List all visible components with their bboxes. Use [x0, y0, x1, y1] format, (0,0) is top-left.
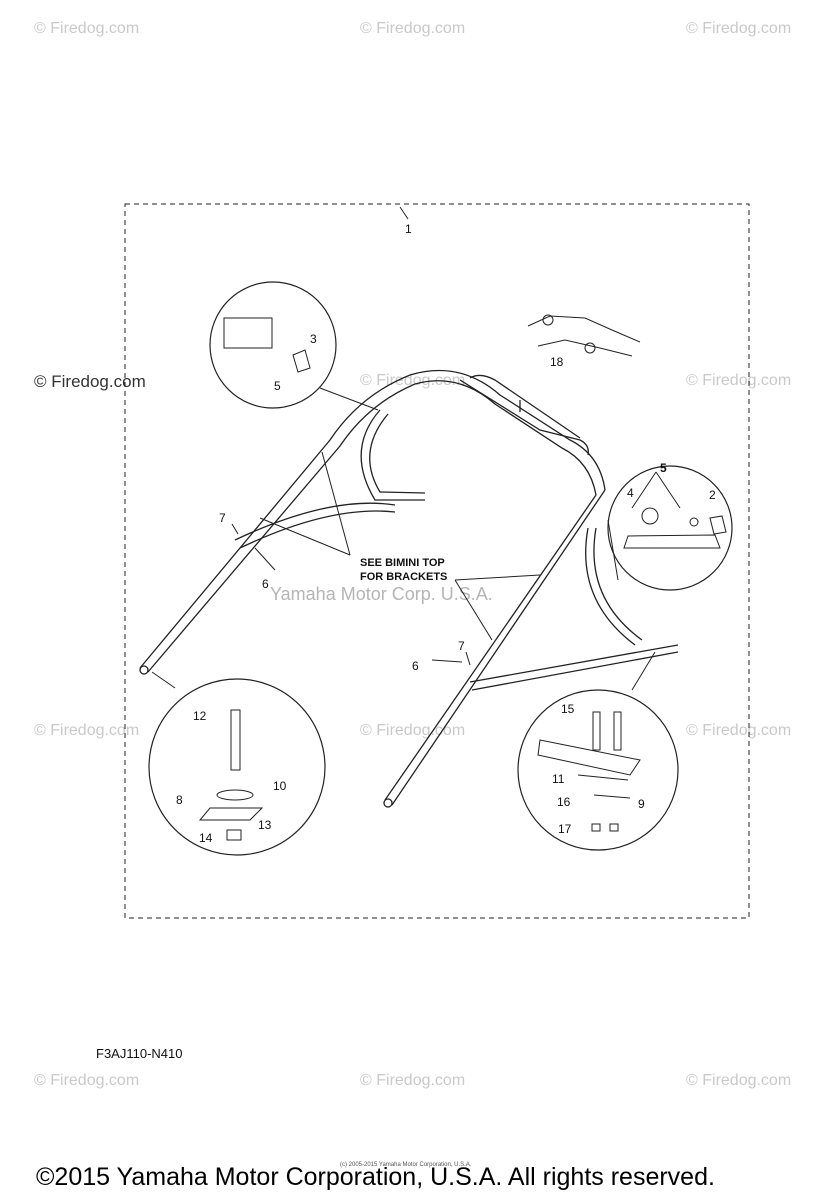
- callout-1: 1: [405, 222, 412, 236]
- callout-18: 18: [550, 355, 564, 369]
- callout-7: 7: [219, 511, 226, 525]
- callout-2: 2: [709, 488, 716, 502]
- part-sketches: [198, 314, 727, 841]
- detail-circle-bottom-left: [148, 678, 326, 856]
- detail-circle-top-left: [209, 281, 337, 409]
- callout-15: 15: [561, 702, 575, 716]
- callout-16: 16: [557, 795, 571, 809]
- callout-3: 3: [310, 332, 317, 346]
- callout-17: 17: [558, 822, 572, 836]
- watermark-firedog: © Firedog.com: [360, 372, 466, 389]
- diagram-code: F3AJ110-N410: [96, 1046, 183, 1061]
- callout-4: 4: [627, 486, 634, 500]
- tiny-notice: (c) 2005-2015 Yamaha Motor Corporation, …: [340, 1162, 472, 1168]
- watermark-firedog-dark: © Firedog.com: [34, 372, 146, 391]
- callout-6: 6: [262, 577, 269, 591]
- knob-part: [292, 349, 311, 373]
- leader-lines: [151, 206, 681, 691]
- watermark-firedog: © Firedog.com: [34, 20, 140, 37]
- watermark-ymc: Yamaha Motor Corp. U.S.A.: [270, 584, 493, 604]
- callout-14: 14: [199, 831, 213, 845]
- watermark-firedog: © Firedog.com: [686, 20, 792, 37]
- callout-5: 5: [274, 379, 281, 393]
- bolt-part: [592, 711, 601, 751]
- callout-12: 12: [193, 709, 207, 723]
- callout-6: 6: [412, 659, 419, 673]
- callout-13: 13: [258, 818, 272, 832]
- bracket-part: [527, 315, 641, 343]
- watermark-firedog: © Firedog.com: [686, 372, 792, 389]
- bimini-note-line2: FOR BRACKETS: [360, 571, 447, 583]
- callout-9: 9: [638, 797, 645, 811]
- watermark-firedog: © Firedog.com: [686, 722, 792, 739]
- callout-8: 8: [176, 793, 183, 807]
- watermark-firedog: © Firedog.com: [34, 722, 140, 739]
- watermark-firedog: © Firedog.com: [686, 1072, 792, 1089]
- detail-circle-right: [607, 465, 733, 591]
- watermark-firedog: © Firedog.com: [34, 1072, 140, 1089]
- copyright-notice: ©2015 Yamaha Motor Corporation, U.S.A. A…: [36, 1163, 715, 1191]
- callout-11: 11: [552, 772, 565, 786]
- detail-circles: [148, 281, 733, 856]
- callout-5: 5: [660, 461, 667, 475]
- assembly-boundary: [124, 203, 750, 919]
- detail-circle-bottom-right: [517, 689, 679, 851]
- bolt-part: [230, 709, 241, 771]
- tower-frame: [139, 369, 679, 808]
- callout-7: 7: [458, 639, 465, 653]
- watermark-firedog: © Firedog.com: [360, 1072, 466, 1089]
- callout-labels: 1 2 3 4 5 5 6 6 7 7 8 9 10 11 12 13 14 1…: [176, 222, 716, 845]
- bimini-note-line1: SEE BIMINI TOP: [360, 557, 445, 569]
- watermark-firedog: © Firedog.com: [360, 20, 466, 37]
- callout-10: 10: [273, 779, 287, 793]
